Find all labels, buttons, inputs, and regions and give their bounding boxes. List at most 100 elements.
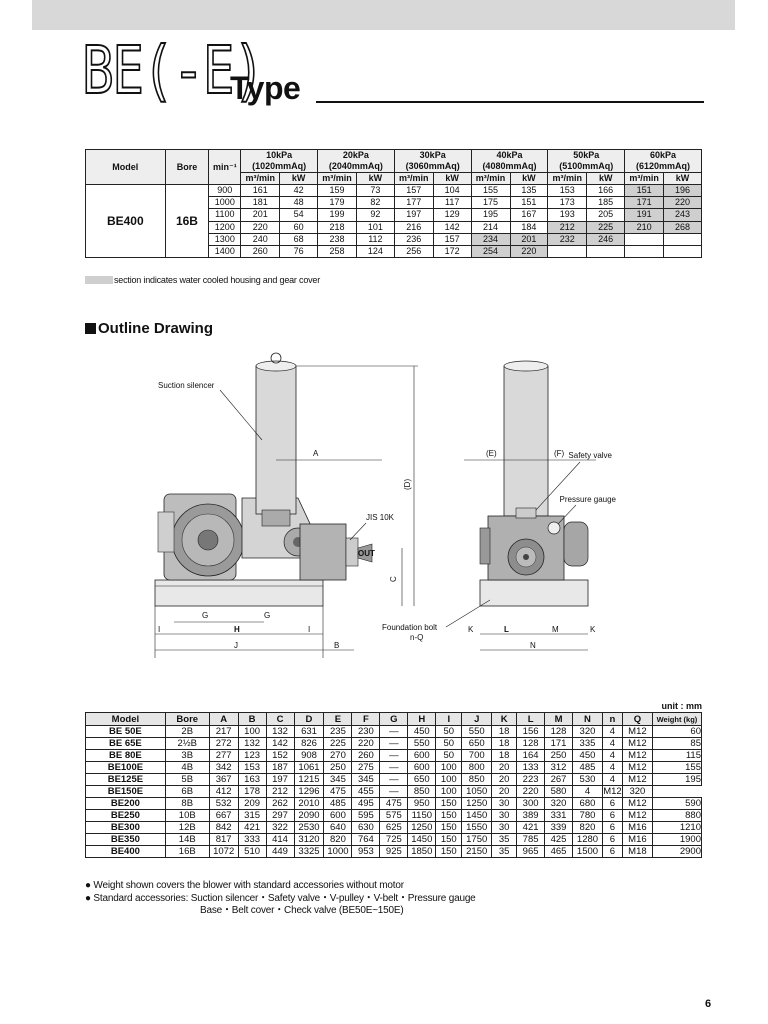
dim-model-cell: BE125E — [85, 773, 166, 786]
dim-n: N — [530, 641, 536, 650]
dim-cell: 421 — [237, 821, 267, 834]
dim-cell: 85 — [651, 737, 703, 750]
power-cell: 135 — [509, 183, 549, 198]
power-cell: 246 — [586, 232, 626, 246]
dim-cell: 595 — [351, 809, 381, 822]
flow-cell: 155 — [470, 183, 511, 198]
safety-valve — [515, 507, 537, 519]
dim-e: (E) — [486, 449, 497, 458]
dim-cell: 600 — [407, 749, 437, 762]
legend-text: section indicates water cooled housing a… — [114, 275, 321, 285]
dim-cell: 30 — [491, 809, 518, 822]
dim-cell: 449 — [265, 845, 295, 858]
dim-c: C — [389, 576, 398, 582]
label-suction-silencer: Suction silencer — [158, 381, 215, 390]
power-cell: 42 — [279, 183, 319, 198]
dim-cell: 1210 — [651, 821, 703, 834]
dim-cell: — — [379, 785, 409, 798]
dim-cell: 267 — [544, 773, 573, 786]
dim-model-cell: BE350 — [85, 833, 166, 846]
dim-cell: 817 — [208, 833, 239, 846]
dim-cell: 421 — [516, 821, 546, 834]
dim-cell: M18 — [621, 845, 653, 858]
sub-flow: m³/min — [317, 172, 357, 185]
dim-col-header: H — [407, 712, 437, 726]
flow-cell: 161 — [240, 183, 281, 198]
dim-col-header: n — [601, 712, 623, 726]
flow-cell: 234 — [470, 232, 511, 246]
dim-cell: 925 — [379, 845, 409, 858]
dim-cell: 153 — [237, 761, 267, 774]
dim-cell: 18 — [491, 725, 518, 738]
dim-cell: 132 — [237, 737, 267, 750]
col-model: Model — [85, 149, 166, 185]
label-foundation-bolt: Foundation bolt — [382, 623, 438, 632]
sub-flow: m³/min — [393, 172, 434, 185]
series-name: BE(-E) — [81, 32, 265, 109]
dim-cell: 212 — [265, 785, 295, 798]
dim-cell: 6 — [601, 845, 623, 858]
dim-cell: 1250 — [407, 821, 437, 834]
speed-cell: 1400 — [208, 244, 242, 259]
dim-cell: 495 — [351, 797, 381, 810]
dim-col-header: M — [544, 712, 573, 726]
dim-cell: 150 — [435, 821, 463, 834]
sub-power: kW — [279, 172, 319, 185]
pressure-mmaq: (3060mmAq) — [405, 161, 460, 171]
page-number: 6 — [705, 998, 712, 1010]
dim-cell: 345 — [323, 773, 353, 786]
power-cell: 76 — [279, 244, 319, 259]
dim-cell: 475 — [323, 785, 353, 798]
dim-cell: 331 — [544, 809, 573, 822]
outline-title-text: Outline Drawing — [98, 320, 214, 337]
power-cell: 184 — [509, 220, 549, 234]
sub-flow: m³/min — [624, 172, 665, 185]
dim-cell: M12 — [621, 797, 653, 810]
dim-cell: 550 — [407, 737, 437, 750]
dim-cell: 235 — [323, 725, 353, 738]
dim-col-header: N — [572, 712, 603, 726]
dim-cell: 2090 — [293, 809, 325, 822]
dim-cell: 600 — [407, 761, 437, 774]
dim-model-cell: BE400 — [85, 845, 166, 858]
dim-cell: 300 — [516, 797, 546, 810]
dim-cell: 100 — [237, 725, 267, 738]
power-cell: 167 — [509, 208, 549, 222]
unit-label: unit : mm — [661, 701, 703, 711]
sub-power: kW — [586, 172, 626, 185]
flow-cell: 210 — [624, 220, 665, 234]
dim-col-header: Bore — [164, 712, 210, 726]
dim-cell: 187 — [265, 761, 295, 774]
dim-cell: 532 — [208, 797, 239, 810]
power-cell: 101 — [355, 220, 395, 234]
dim-cell: 60 — [651, 725, 703, 738]
dim-cell: 312 — [544, 761, 573, 774]
power-cell: 201 — [509, 232, 549, 246]
dim-b: B — [334, 641, 339, 650]
dim-cell: 50 — [435, 749, 463, 762]
dim-cell: 150 — [435, 845, 463, 858]
dim-k2: K — [590, 625, 596, 634]
dim-cell: 485 — [323, 797, 353, 810]
dim-cell: 156 — [516, 725, 546, 738]
blower-body — [299, 523, 347, 581]
flow-cell: 256 — [393, 244, 434, 259]
flow-cell: 236 — [393, 232, 434, 246]
dim-cell: 322 — [265, 821, 295, 834]
dim-cell: 123 — [237, 749, 267, 762]
flow-cell: 175 — [470, 196, 511, 210]
flow-cell: 199 — [317, 208, 357, 222]
power-cell: 129 — [432, 208, 472, 222]
dim-cell: 1296 — [293, 785, 325, 798]
dim-cell: 667 — [208, 809, 239, 822]
dim-cell: 35 — [491, 845, 518, 858]
dim-cell: 550 — [461, 725, 493, 738]
dim-cell: 220 — [516, 785, 546, 798]
pressure-mmaq: (6120mmAq) — [636, 161, 691, 171]
